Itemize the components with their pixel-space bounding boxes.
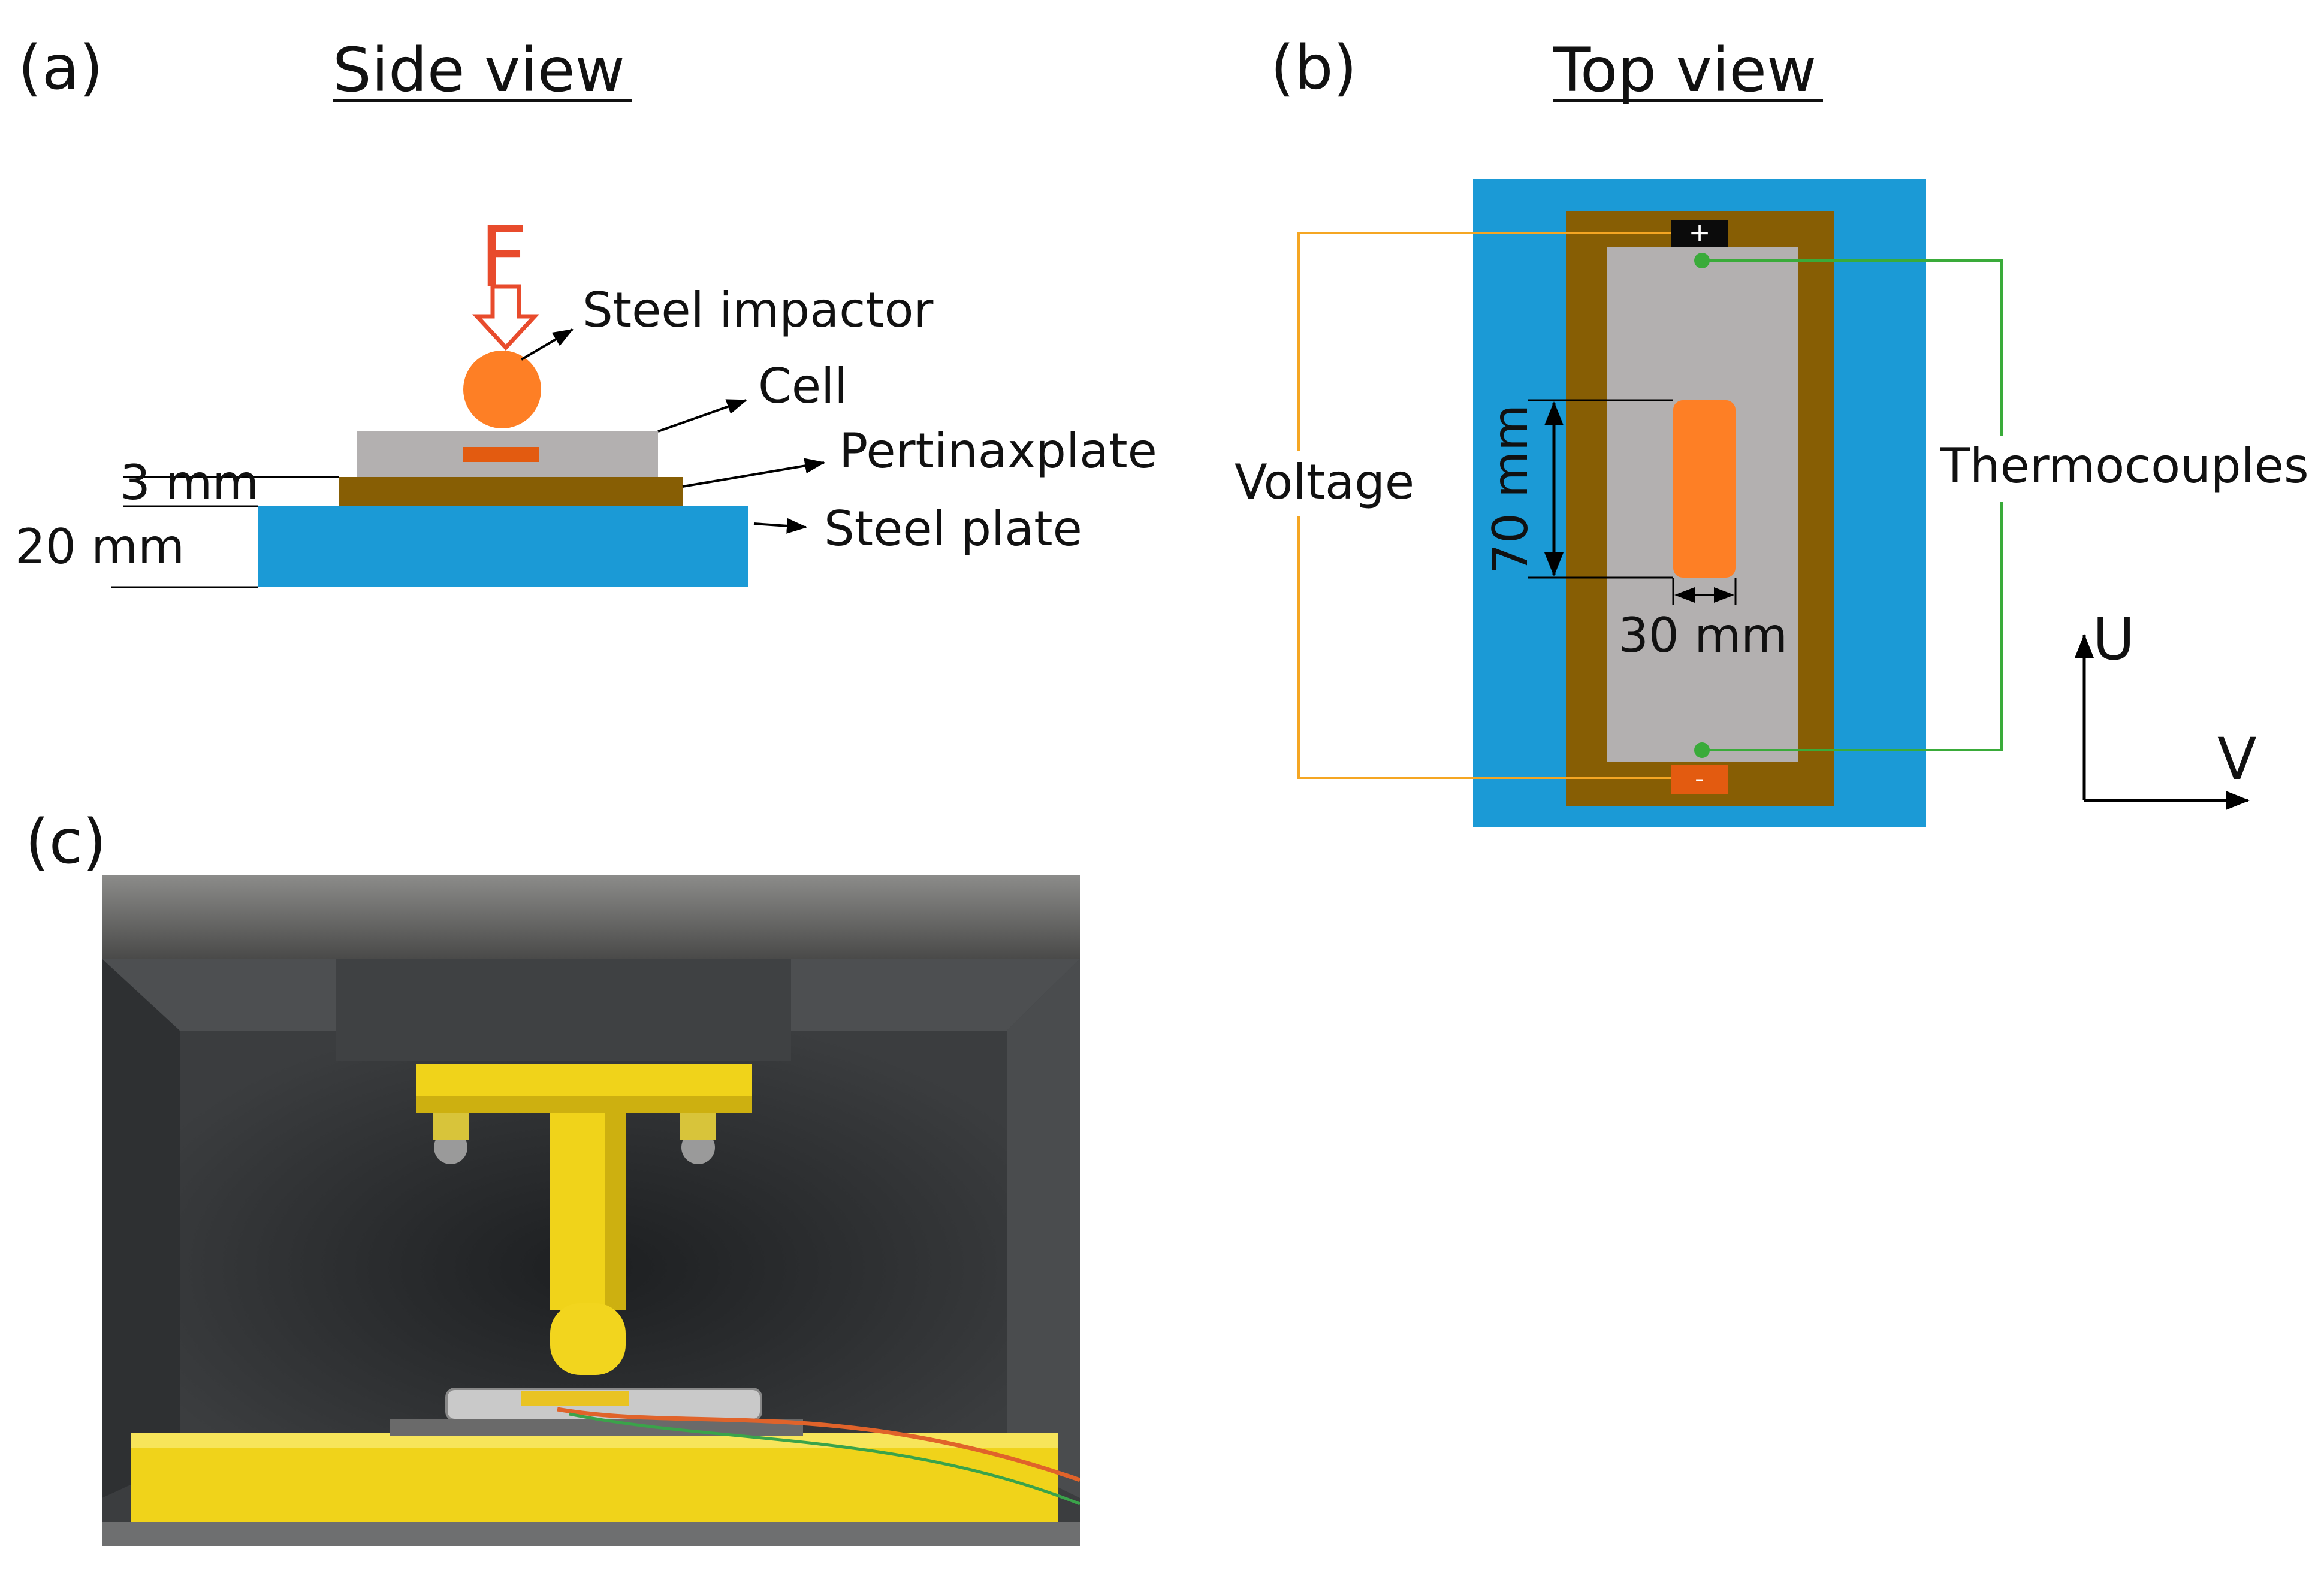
- length-dimension-label: 70 mm: [1483, 404, 1538, 574]
- fixture-stem-shade: [605, 1113, 626, 1310]
- voltage-label: Voltage: [1235, 454, 1414, 510]
- pertinax-label: Pertinaxplate: [839, 423, 1157, 479]
- u-axis-label: U: [2093, 606, 2135, 673]
- panel-b: (b) Top view + - Voltage Thermocouples 7…: [1229, 32, 2319, 827]
- chamber-right-wall: [1007, 959, 1080, 1498]
- thermocouples-label-bg: [1936, 436, 2319, 502]
- panel-c-label: (c): [25, 806, 107, 878]
- force-arrow: [472, 284, 539, 351]
- photo-thermocouple-wire-orange: [557, 1407, 1081, 1482]
- fixture-bolt-right-nut: [680, 1113, 716, 1140]
- cell-impact-marker: [463, 447, 539, 462]
- negative-terminal-label: -: [1695, 763, 1704, 794]
- panel-c: (c): [25, 806, 1081, 1546]
- v-axis-label: V: [2217, 726, 2257, 793]
- test-rig-photo: [102, 875, 1081, 1546]
- steel-plate: [258, 506, 748, 587]
- top-view-heading: Top view: [1553, 35, 1816, 106]
- thermocouple-point-bottom: [1694, 742, 1710, 758]
- panel-a-label: (a): [18, 32, 103, 104]
- positive-terminal-label: +: [1689, 217, 1711, 248]
- chamber-roof: [102, 875, 1080, 959]
- chamber-floor: [102, 1522, 1080, 1546]
- thermocouples-label: Thermocouples: [1940, 438, 2309, 494]
- photo-thermocouple-wire-green: [569, 1412, 1080, 1506]
- panel-a: (a) Side view F 3 mm 20 mm Steel impacto…: [15, 32, 1157, 588]
- impactor-callout-arrow: [520, 328, 574, 361]
- side-view-heading: Side view: [333, 35, 625, 106]
- negative-terminal: [1671, 765, 1728, 794]
- top-impact-zone: [1673, 400, 1736, 578]
- cell-callout-arrow: [657, 399, 747, 433]
- photo-cell-tape: [521, 1391, 629, 1406]
- positive-terminal: [1671, 220, 1728, 247]
- panel-b-label: (b): [1270, 32, 1357, 104]
- chamber-left-wall: [102, 959, 180, 1498]
- pertinax-thickness-label: 3 mm: [120, 455, 259, 510]
- voltage-label-bg: [1229, 451, 1408, 516]
- steel-impactor-ball: [463, 351, 541, 428]
- pertinax-callout-arrow: [682, 458, 825, 488]
- fixture-top-plate-shade: [416, 1096, 752, 1113]
- width-dimension-label: 30 mm: [1618, 608, 1788, 663]
- plate-thickness-label: 20 mm: [15, 519, 185, 575]
- thermocouple-point-top: [1694, 253, 1710, 268]
- ceiling-mount-block: [336, 959, 791, 1061]
- thermocouple-wire: [1702, 259, 2003, 751]
- cell-label: Cell: [758, 358, 848, 414]
- pertinax-plate: [339, 477, 683, 506]
- steel-plate-label: Steel plate: [824, 501, 1082, 557]
- fixture-bolt-left-nut: [433, 1113, 469, 1140]
- steel-impactor-label: Steel impactor: [582, 282, 934, 338]
- steel-plate-callout-arrow: [753, 518, 807, 534]
- impactor-cylinder: [550, 1303, 626, 1375]
